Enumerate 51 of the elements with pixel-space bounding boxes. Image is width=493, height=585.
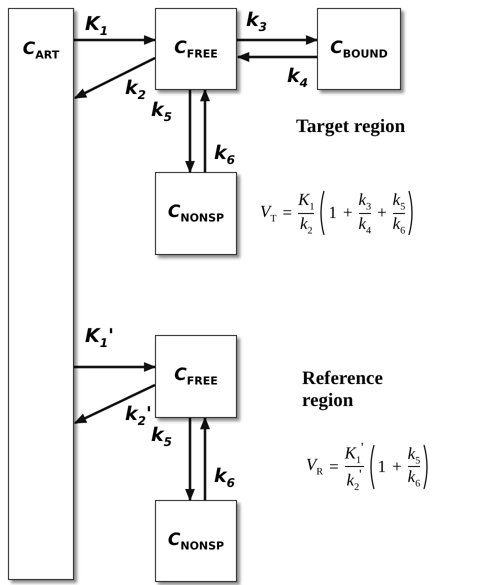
equation-term: 1	[378, 456, 386, 477]
compartment-box	[155, 8, 237, 90]
rate-constant-label: k$_{4}$	[286, 66, 309, 90]
arrow	[200, 416, 210, 500]
equation-term: K$_{1}$	[298, 190, 314, 212]
compartment-label: C$_{NONSP}$	[168, 530, 224, 552]
rate-constant-label: k$_{5}$	[150, 425, 173, 449]
equation-term: k$_{6}$	[392, 214, 406, 236]
arrow	[74, 56, 156, 100]
equation-term: +	[342, 203, 353, 223]
arrow	[74, 35, 156, 45]
arrow	[237, 35, 318, 45]
compartment-label: C$_{FREE}$	[174, 38, 218, 60]
rate-constant-label: k$_{2}$	[124, 78, 147, 102]
arrow	[74, 384, 156, 424]
compartment-box	[8, 8, 74, 580]
region-heading: Reference region	[302, 368, 384, 412]
equation-term: k$_{6}$	[408, 467, 420, 490]
compartment-box	[155, 172, 237, 255]
compartment-box	[317, 8, 401, 90]
compartment-label: C$_{NONSP}$	[168, 202, 224, 225]
rate-constant-label: K$_{1}$	[84, 14, 110, 38]
equation-term: =	[329, 456, 339, 477]
equation-term: =	[282, 203, 292, 223]
arrow	[200, 88, 210, 172]
arrow	[74, 362, 156, 372]
rate-constant-label: k$_{2}$'	[124, 404, 153, 428]
equation-term: k$_{2}$	[300, 214, 313, 236]
arrow	[236, 52, 317, 62]
equation-term: k$_{5}$	[408, 444, 420, 466]
equation-term: V$_{R}$	[306, 455, 324, 478]
rate-constant-label: K$_{1}$'	[84, 326, 115, 350]
rate-constant-label: k$_{5}$	[150, 100, 173, 124]
compartment-box	[155, 335, 237, 418]
compartment-box	[155, 500, 237, 582]
equation-term: k$_{4}$	[358, 214, 372, 236]
equation-term: +	[377, 203, 387, 223]
arrow	[185, 90, 195, 174]
equation-term: V$_{T}$	[260, 202, 276, 224]
equation-term: +	[392, 456, 402, 477]
equation-term: 1	[328, 203, 337, 223]
compartment-label: C$_{BOUND}$	[330, 38, 388, 60]
rate-constant-label: k$_{3}$	[245, 10, 268, 34]
equation-term: k$_{5}$	[392, 190, 406, 212]
rate-constant-label: k$_{6}$	[213, 466, 236, 490]
rate-constant-label: k$_{6}$	[213, 143, 236, 167]
compartment-label: C$_{FREE}$	[174, 365, 218, 388]
region-heading: Target region	[296, 116, 406, 138]
arrow	[185, 418, 195, 502]
compartment-label: C$_{ART}$	[22, 39, 60, 62]
equation-term: k$_{3}$	[358, 190, 372, 212]
